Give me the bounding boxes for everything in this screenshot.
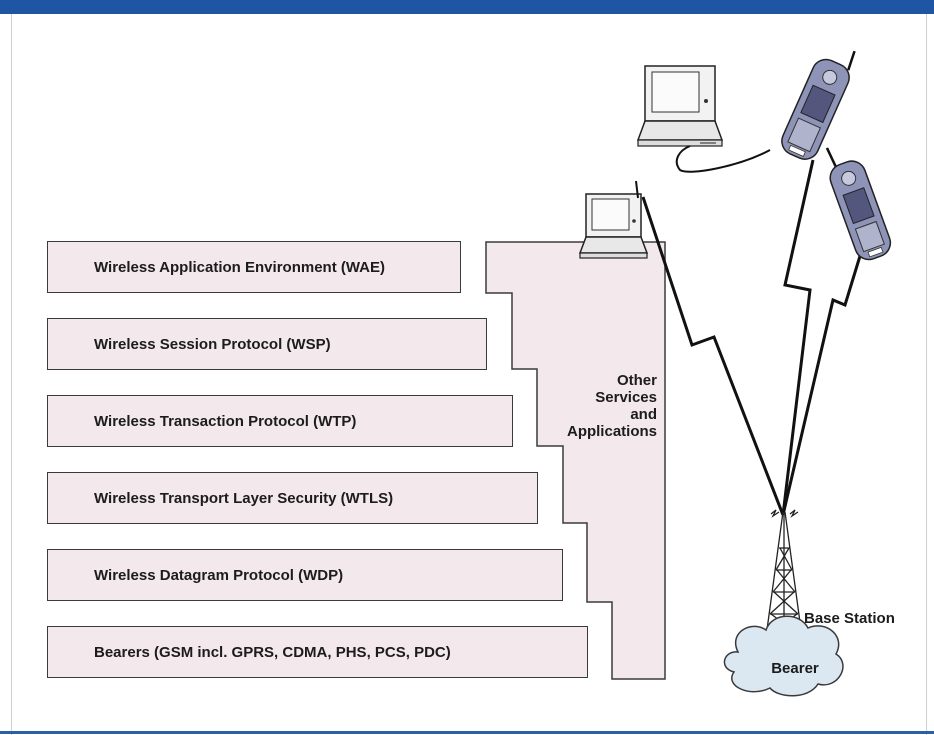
other-services-line: Other	[616, 372, 657, 389]
mobile-phone-right-icon	[825, 147, 892, 261]
bearer-cloud-icon	[723, 615, 844, 697]
other-services-line: and	[630, 406, 657, 423]
layer-label: Wireless Transaction Protocol (WTP)	[94, 412, 357, 430]
layer-label: Wireless Session Protocol (WSP)	[94, 335, 331, 353]
layer-bearers: Bearers (GSM incl. GPRS, CDMA, PHS, PCS,…	[47, 626, 588, 678]
wireless-link-laptop	[641, 196, 785, 516]
other-services-line: Services	[595, 389, 657, 406]
layer-wae: Wireless Application Environment (WAE)	[47, 241, 461, 293]
wireless-link-phone-top	[781, 159, 815, 516]
right-border	[926, 14, 927, 735]
laptop-top-icon	[636, 65, 771, 173]
base-station-label: Base Station	[804, 610, 895, 627]
layer-label: Wireless Application Environment (WAE)	[94, 258, 386, 276]
other-services-block	[485, 241, 666, 680]
layer-label: Wireless Datagram Protocol (WDP)	[94, 566, 344, 584]
mobile-phone-top-icon	[781, 50, 856, 160]
other-services-label: Other Services and Applications	[557, 372, 657, 440]
other-services-line: Applications	[566, 423, 657, 440]
layer-wsp: Wireless Session Protocol (WSP)	[47, 318, 487, 370]
layer-wtls: Wireless Transport Layer Security (WTLS)	[47, 472, 538, 524]
laptop-small-icon	[578, 180, 649, 259]
layer-wdp: Wireless Datagram Protocol (WDP)	[47, 549, 563, 601]
wireless-link-phone-right	[781, 255, 862, 516]
left-border	[11, 14, 12, 735]
layer-wtp: Wireless Transaction Protocol (WTP)	[47, 395, 513, 447]
bottom-border	[0, 731, 934, 734]
layer-label: Bearers (GSM incl. GPRS, CDMA, PHS, PCS,…	[94, 643, 451, 661]
top-accent-bar	[0, 0, 934, 14]
layer-label: Wireless Transport Layer Security (WTLS)	[94, 489, 394, 507]
bearer-label: Bearer	[771, 660, 819, 677]
